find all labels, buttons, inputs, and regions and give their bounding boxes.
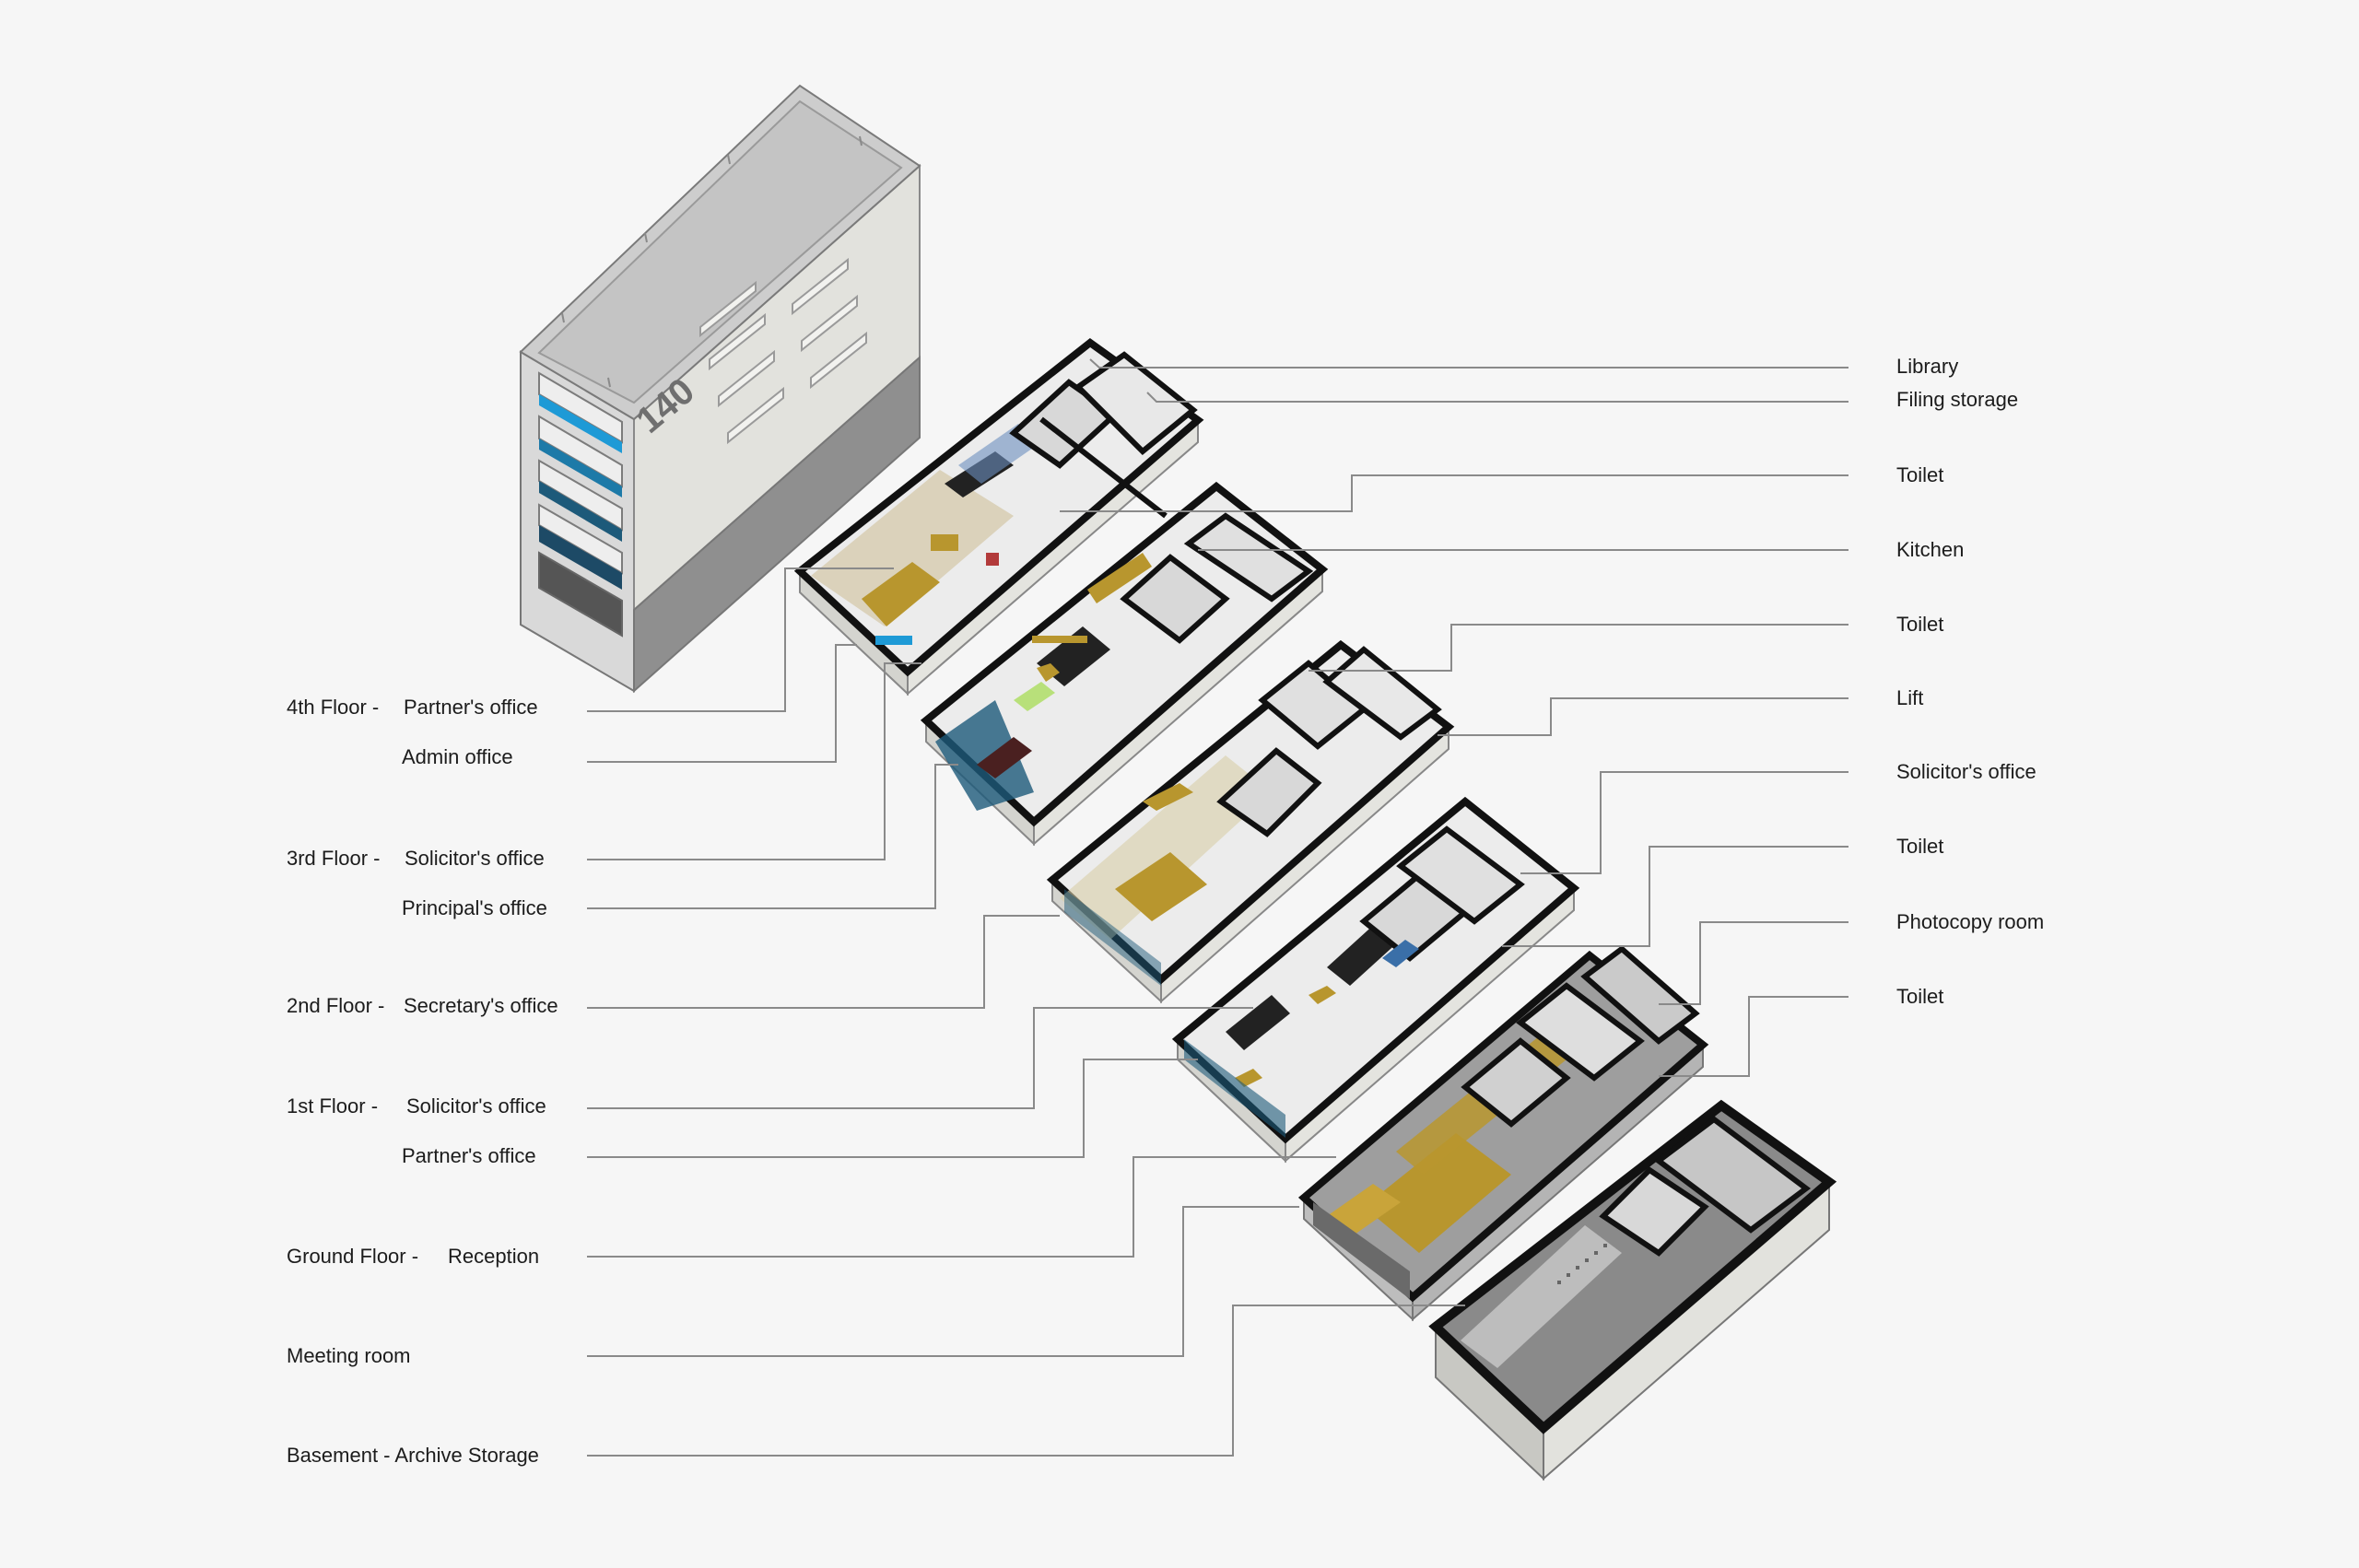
room-label-kitchen: Kitchen bbox=[1896, 538, 1965, 561]
floor-label-1st: 1st Floor - bbox=[287, 1094, 379, 1117]
leader-lines bbox=[587, 358, 1848, 1457]
building-volume: 140 bbox=[519, 84, 921, 694]
room-label-solicitors-office-1st: Solicitor's office bbox=[406, 1094, 546, 1117]
floor-plate-ground bbox=[1297, 945, 1709, 1322]
floor-plate-4th bbox=[793, 337, 1204, 696]
floor-plate-1st bbox=[1171, 796, 1580, 1164]
floor-label-3rd: 3rd Floor - bbox=[287, 847, 381, 870]
room-label-solicitors-office-3rd: Solicitor's office bbox=[405, 847, 545, 870]
floor-label-ground: Ground Floor - bbox=[287, 1245, 419, 1268]
room-label-admin-office: Admin office bbox=[402, 745, 513, 768]
room-label-toilet-3rd: Toilet bbox=[1896, 613, 1944, 636]
room-label-meeting-room: Meeting room bbox=[287, 1344, 411, 1367]
floor-plate-3rd bbox=[920, 481, 1329, 847]
floor-label-4th: 4th Floor - bbox=[287, 696, 380, 719]
room-label-toilet-ground: Toilet bbox=[1896, 985, 1944, 1008]
room-label-principals-office: Principal's office bbox=[402, 896, 547, 919]
floor-label-2nd: 2nd Floor - bbox=[287, 994, 385, 1017]
room-label-partners-office-4th: Partner's office bbox=[404, 696, 538, 719]
floor-plate-basement bbox=[1428, 1099, 1837, 1481]
room-label-toilet-1st: Toilet bbox=[1896, 835, 1944, 858]
room-label-filing-storage: Filing storage bbox=[1896, 388, 2019, 411]
room-label-photocopy-room: Photocopy room bbox=[1896, 910, 2045, 933]
room-label-basement-archive: Basement - Archive Storage bbox=[287, 1444, 539, 1467]
room-label-lift: Lift bbox=[1896, 686, 1924, 709]
room-label-solicitors-office-right: Solicitor's office bbox=[1896, 760, 2036, 783]
room-label-library: Library bbox=[1896, 355, 1959, 378]
room-label-reception: Reception bbox=[448, 1245, 540, 1268]
room-label-toilet-4th: Toilet bbox=[1896, 463, 1944, 486]
room-label-partners-office-1st: Partner's office bbox=[402, 1144, 536, 1167]
floor-plate-2nd bbox=[1046, 639, 1455, 1004]
room-label-secretarys-office: Secretary's office bbox=[404, 994, 558, 1017]
